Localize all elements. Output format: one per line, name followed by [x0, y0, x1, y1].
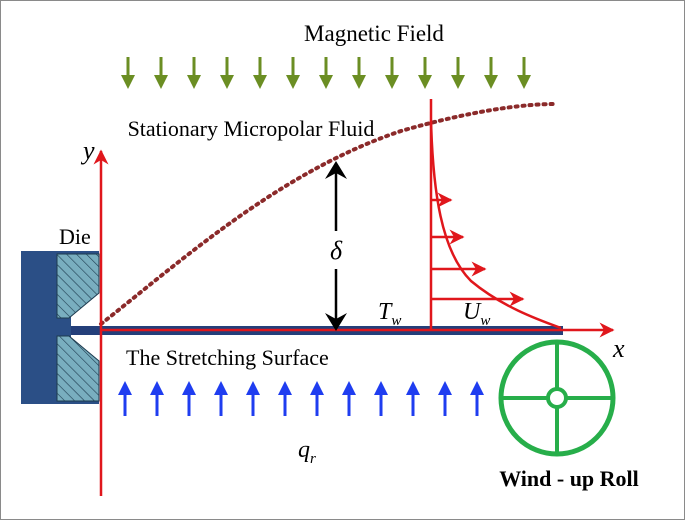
velocity-profile	[429, 99, 562, 330]
up-arrow-icon	[438, 381, 452, 416]
up-arrow-icon	[374, 381, 388, 416]
magnetic-field-label: Magnetic Field	[304, 21, 444, 46]
up-arrow-icon	[118, 381, 132, 416]
y-axis-label: y	[80, 136, 95, 165]
die-upper-insert	[56, 253, 100, 319]
up-arrow-icon	[246, 381, 260, 416]
down-arrow-icon	[484, 57, 498, 89]
die-label: Die	[59, 224, 91, 249]
up-arrow-icon	[278, 381, 292, 416]
die	[21, 251, 100, 404]
up-arrow-icon	[470, 381, 484, 416]
up-arrow-icon	[406, 381, 420, 416]
wall-velocity-label: Uw	[463, 299, 490, 329]
wind-up-roll-label: Wind - up Roll	[499, 466, 639, 491]
die-lower-insert	[56, 335, 100, 402]
up-arrow-icon	[342, 381, 356, 416]
down-arrow-icon	[187, 57, 201, 89]
up-arrow-icon	[214, 381, 228, 416]
boundary-layer-curve	[99, 102, 558, 326]
up-arrow-icon	[182, 381, 196, 416]
down-arrow-icon	[418, 57, 432, 89]
down-arrow-icon	[220, 57, 234, 89]
down-arrow-icon	[154, 57, 168, 89]
stretching-surface-label: The Stretching Surface	[126, 345, 329, 370]
down-arrow-icon	[319, 57, 333, 89]
down-arrow-icon	[451, 57, 465, 89]
down-arrow-icon	[253, 57, 267, 89]
down-arrow-icon	[352, 57, 366, 89]
down-arrow-icon	[385, 57, 399, 89]
wind-up-roll-icon	[498, 339, 616, 457]
down-arrow-icon	[286, 57, 300, 89]
thickness-arrow	[325, 161, 347, 331]
up-arrow-icon	[150, 381, 164, 416]
heat-flux-arrows	[118, 381, 484, 416]
delta-label: δ	[330, 236, 343, 265]
fluid-label: Stationary Micropolar Fluid	[128, 116, 375, 141]
down-arrow-icon	[517, 57, 531, 89]
up-arrow-icon	[310, 381, 324, 416]
down-arrow-icon	[121, 57, 135, 89]
wall-temperature-label: Tw	[378, 299, 401, 329]
radiative-heat-flux-label: qr	[298, 437, 316, 467]
magnetic-field-arrows	[121, 57, 531, 89]
x-axis-label: x	[612, 334, 625, 363]
